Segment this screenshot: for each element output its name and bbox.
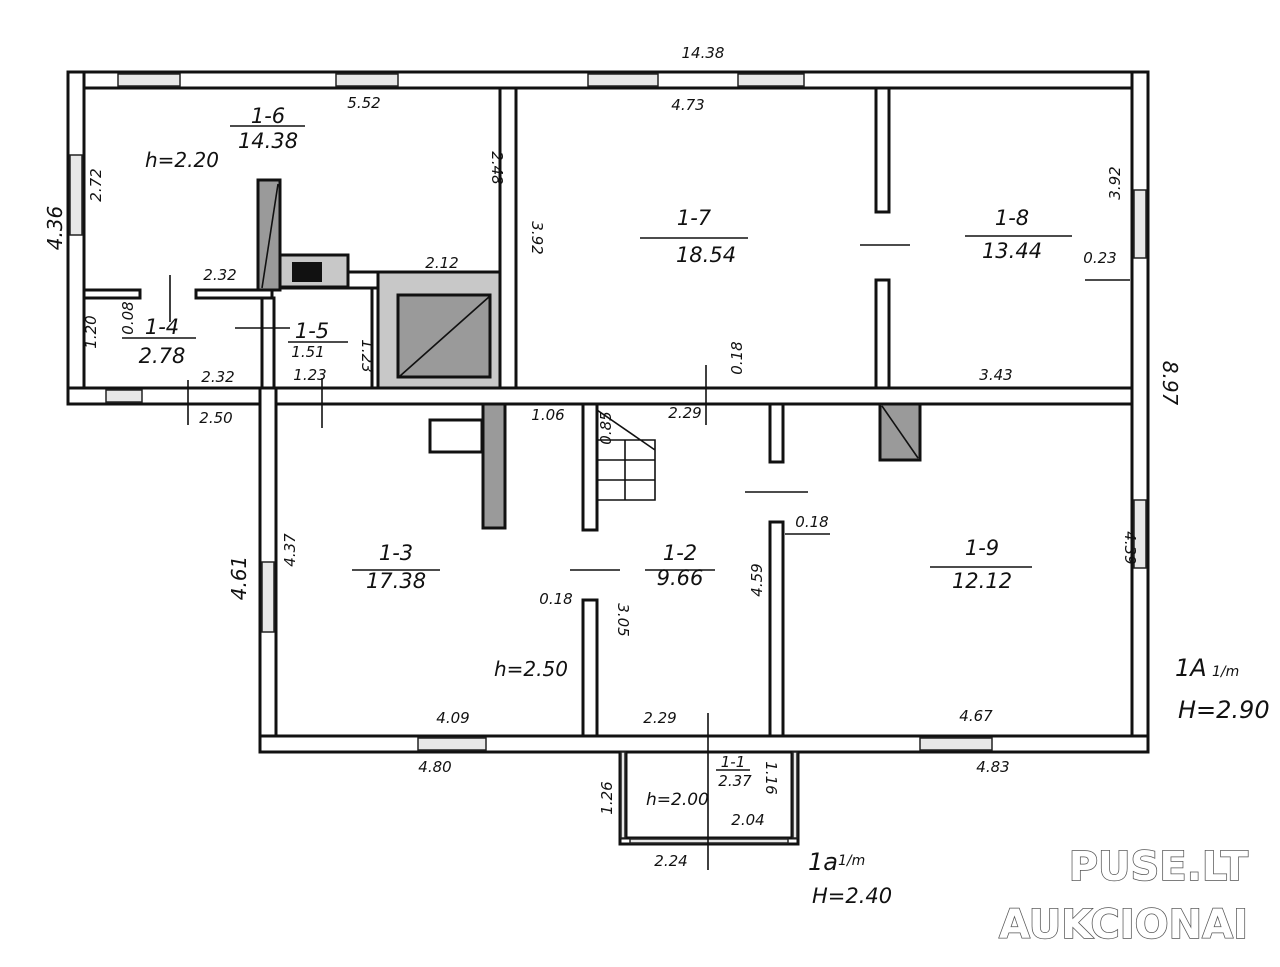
label: PUSE.LT <box>1069 844 1249 890</box>
label: H=2.40 <box>812 884 892 908</box>
label: 1A <box>1175 654 1207 682</box>
room-area: 2.78 <box>139 344 186 368</box>
dimension-label: 2.24 <box>654 852 687 870</box>
dimension-label: 1.06 <box>531 406 564 424</box>
label: H=2.90 <box>1178 696 1270 724</box>
dimension-label: 2.29 <box>643 709 676 727</box>
dimension-label: 2.12 <box>425 254 458 272</box>
room-area: 17.38 <box>366 569 426 593</box>
dimension-label: 1.26 <box>598 781 616 814</box>
dimension-label: 2.04 <box>731 811 764 829</box>
dimension-label: 1.23 <box>358 339 376 372</box>
room-id: 1-8 <box>995 206 1029 230</box>
dimension-label: 0.18 <box>795 513 828 531</box>
dimension-label: 4.36 <box>43 206 67 251</box>
dimension-label: 1.16 <box>762 761 780 794</box>
stoves <box>256 178 922 530</box>
room-id: 1-7 <box>677 206 712 230</box>
dimension-label: 0.18 <box>728 341 746 374</box>
dimension-label: 2.32 <box>201 368 234 386</box>
room-id: 1-1 <box>721 753 746 771</box>
dimension-label: 4.59 <box>748 563 766 596</box>
room-area: 12.12 <box>952 569 1012 593</box>
dimension-label: 3.05 <box>614 603 632 636</box>
dimension-label: 4.80 <box>418 758 451 776</box>
room-id: 1-4 <box>145 315 179 339</box>
dimension-label: 2.50 <box>199 409 232 427</box>
dimension-label: 4.67 <box>959 707 993 725</box>
dimension-label: 3.92 <box>528 221 546 254</box>
dimension-label: 0.23 <box>1083 249 1116 267</box>
room-id: 1-9 <box>965 536 999 560</box>
dimension-label: 14.38 <box>682 44 725 62</box>
room-area: 9.66 <box>657 566 704 590</box>
walls <box>66 70 1150 846</box>
room-id: 1-3 <box>379 541 413 565</box>
leader-lines <box>122 125 1130 870</box>
dimension-label: 4.39 <box>1121 531 1139 564</box>
dimension-label: 4.61 <box>227 556 251 601</box>
label: h=2.20 <box>145 148 219 172</box>
dimension-label: 8.97 <box>1158 361 1182 406</box>
dimension-label: 4.73 <box>671 96 704 114</box>
dimension-labels: 14.38 5.52 4.73 4.36 2.72 2.48 3.92 3.92… <box>43 44 1182 870</box>
dimension-label: 3.43 <box>979 366 1012 384</box>
dimension-label: 0.08 <box>119 301 137 334</box>
dimension-label: 4.09 <box>436 709 469 727</box>
dimension-label: 4.83 <box>976 758 1009 776</box>
dimension-label: 0.85 <box>597 411 615 444</box>
room-id: 1-2 <box>663 541 697 565</box>
room-id: 1-5 <box>295 319 329 343</box>
label: 1/m <box>1212 664 1239 680</box>
dimension-label: 1.23 <box>293 366 326 384</box>
dimension-label: 2.32 <box>203 266 236 284</box>
dimension-label: 0.18 <box>539 590 572 608</box>
dimension-label: 4.37 <box>281 533 299 567</box>
annotations: 1A 1/m H=2.90 1a 1/m H=2.40 <box>808 654 1270 908</box>
watermark: PUSE.LT AUKCIONAI <box>998 843 1249 949</box>
dimension-label: 1.20 <box>82 315 100 348</box>
windows <box>69 73 1147 844</box>
room-area: 13.44 <box>982 239 1042 263</box>
label: h=2.50 <box>494 657 568 681</box>
stairs <box>596 409 656 501</box>
room-area: 1.51 <box>291 343 324 361</box>
label: 1/m <box>838 853 865 869</box>
room-labels: 1-614.38 1-718.54 1-813.44 1-42.78 1-51.… <box>139 104 1042 790</box>
label: 1a <box>808 848 838 876</box>
room-area: 2.37 <box>718 772 752 790</box>
room-area: 14.38 <box>238 129 298 153</box>
dimension-label: 2.48 <box>488 151 506 184</box>
dimension-label: 2.29 <box>668 404 701 422</box>
room-area: 18.54 <box>676 243 736 267</box>
room-id: 1-6 <box>251 104 285 128</box>
dimension-label: 5.52 <box>347 94 380 112</box>
dimension-label: 3.92 <box>1106 166 1124 199</box>
label: AUKCIONAI <box>999 902 1248 948</box>
height-labels: h=2.20 h=2.50 h=2.00 <box>145 148 709 810</box>
label: h=2.00 <box>646 790 709 810</box>
dimension-label: 2.72 <box>87 168 105 201</box>
